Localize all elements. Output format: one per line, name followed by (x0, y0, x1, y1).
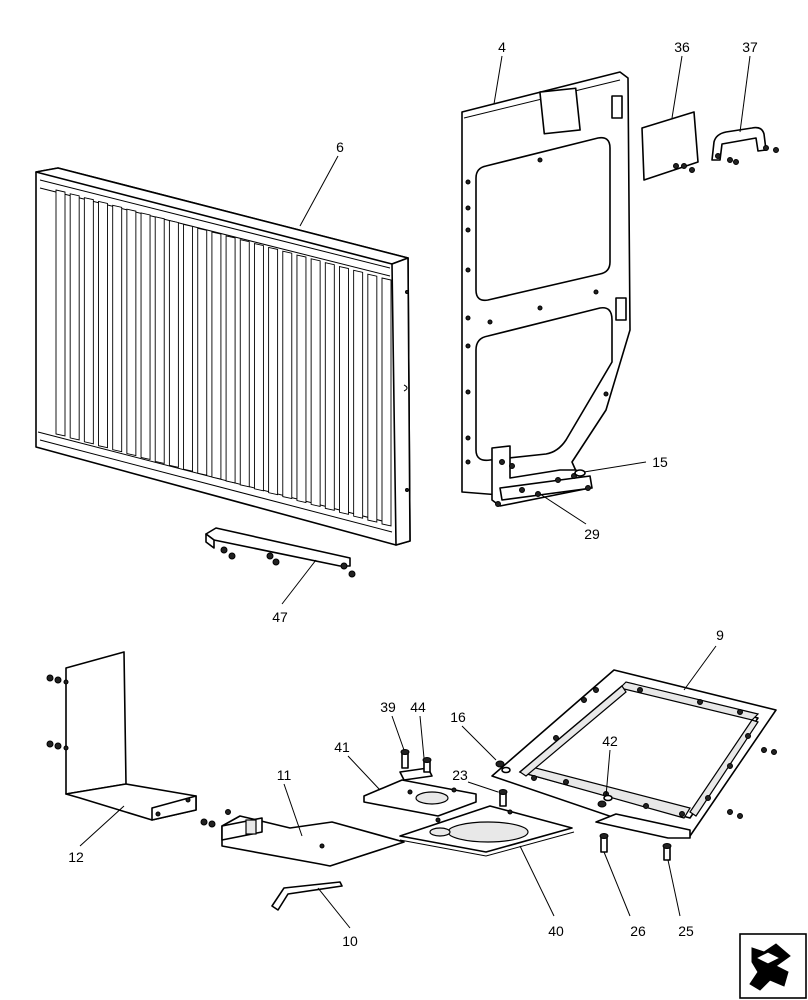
bracket-plate-part-25 (595, 813, 691, 839)
grille-slat (253, 243, 264, 492)
spacer-part-44 (399, 757, 433, 781)
bolt-part-23 (498, 789, 508, 807)
handle-part-37 (711, 126, 779, 165)
callout-42: 42 (602, 733, 618, 749)
grille-slat (225, 235, 236, 484)
callout-23: 23 (452, 767, 468, 783)
grille-slats (55, 189, 392, 527)
grille-slat (98, 200, 108, 449)
callout-26: 26 (630, 923, 646, 939)
grille-slat (324, 262, 335, 511)
fastener-part-15 (574, 469, 586, 477)
grille-slat (55, 189, 66, 437)
plate-part-41 (363, 779, 477, 817)
callout-10: 10 (342, 933, 358, 949)
callout-9: 9 (716, 627, 724, 643)
grille-slat (154, 216, 165, 464)
grille-slat (339, 265, 349, 515)
bolt-part-26 (599, 833, 609, 853)
callout-4: 4 (498, 39, 506, 55)
callout-6: 6 (336, 139, 344, 155)
grille-slat (140, 212, 151, 461)
side-fasteners (727, 747, 777, 819)
callout-25: 25 (678, 923, 694, 939)
grille-slat (353, 269, 364, 519)
grille-slat (381, 277, 392, 527)
callout-47: 47 (272, 609, 288, 625)
side-panel-part-4 (461, 71, 631, 496)
grille-slat (296, 254, 307, 504)
grille-screen-part-6 (35, 167, 411, 546)
plate-part-36 (641, 111, 699, 181)
callout-labels: 4 36 37 6 15 29 47 9 39 44 16 42 41 23 1… (68, 39, 758, 949)
callout-36: 36 (674, 39, 690, 55)
callout-15: 15 (652, 454, 668, 470)
l-bracket-part-12 (46, 651, 197, 821)
grille-slat (197, 227, 208, 476)
grille-slat (112, 204, 123, 453)
grille-slat (168, 220, 179, 468)
callout-37: 37 (742, 39, 758, 55)
arrow-icon[interactable] (739, 933, 807, 999)
grille-slat (211, 231, 222, 480)
callout-44: 44 (410, 699, 426, 715)
bracket-part-11 (200, 809, 405, 867)
bracket-part-47 (205, 527, 356, 578)
callout-41: 41 (334, 739, 350, 755)
grille-slat (367, 273, 378, 523)
grille-slat (310, 258, 321, 507)
callout-16: 16 (450, 709, 466, 725)
callout-29: 29 (584, 526, 600, 542)
bolt-part-39 (400, 749, 410, 769)
grille-slat (268, 246, 279, 496)
bolt-part-42 (597, 794, 613, 808)
bolt-part-25 (662, 843, 672, 861)
bracket-part-29 (491, 445, 593, 507)
fasteners-part-12 (46, 674, 191, 817)
frame-part-9 (491, 669, 777, 837)
grille-slat (126, 208, 137, 457)
callout-11: 11 (277, 767, 292, 783)
callout-40: 40 (548, 923, 564, 939)
grille-slat (183, 223, 194, 472)
grille-slat (239, 239, 250, 488)
leader-lines (79, 55, 751, 929)
callout-39: 39 (380, 699, 396, 715)
grille-slat (69, 193, 80, 441)
panel-holes (465, 157, 609, 465)
grille-slat (83, 197, 94, 445)
callout-12: 12 (68, 849, 84, 865)
fastener-part-16 (495, 760, 511, 774)
gasket-plate-part-40 (399, 805, 575, 857)
strip-part-10 (271, 881, 343, 911)
grille-slat (282, 250, 293, 500)
